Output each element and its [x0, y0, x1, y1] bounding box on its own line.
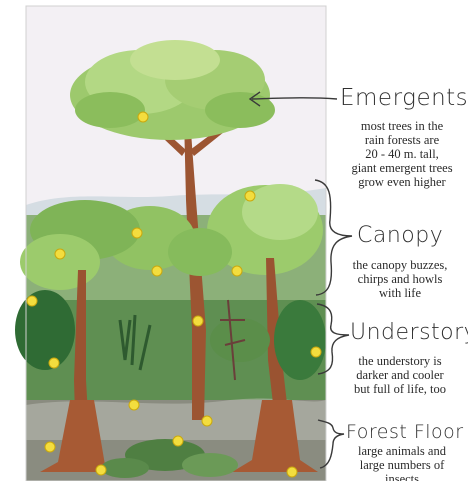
- emergents-line-1: most trees in the: [337, 119, 467, 133]
- understory-line-1: the understory is: [338, 354, 462, 368]
- emergents-line-5: grow even higher: [337, 175, 467, 189]
- canopy-line-2: chirps and howls: [339, 272, 461, 286]
- canopy-line-3: with life: [339, 286, 461, 300]
- emergents-description: most trees in the rain forests are 20 - …: [337, 119, 467, 189]
- emergents-line-4: giant emergent trees: [337, 161, 467, 175]
- understory-line-3: but full of life, too: [338, 382, 462, 396]
- forest-floor-line-2: large numbers of: [342, 458, 462, 472]
- canopy-description: the canopy buzzes, chirps and howls with…: [339, 258, 461, 300]
- emergents-line-2: rain forests are: [337, 133, 467, 147]
- emergents-heading: Emergents: [340, 85, 468, 111]
- understory-heading: Understory: [350, 320, 468, 345]
- understory-line-2: darker and cooler: [338, 368, 462, 382]
- canopy-line-1: the canopy buzzes,: [339, 258, 461, 272]
- forest-floor-line-3: insects: [342, 472, 462, 481]
- forest-floor-description: large animals and large numbers of insec…: [342, 444, 462, 481]
- forest-floor-line-1: large animals and: [342, 444, 462, 458]
- understory-description: the understory is darker and cooler but …: [338, 354, 462, 396]
- emergents-line-3: 20 - 40 m. tall,: [337, 147, 467, 161]
- canopy-heading: Canopy: [357, 223, 443, 248]
- forest-floor-heading: Forest Floor: [346, 421, 464, 443]
